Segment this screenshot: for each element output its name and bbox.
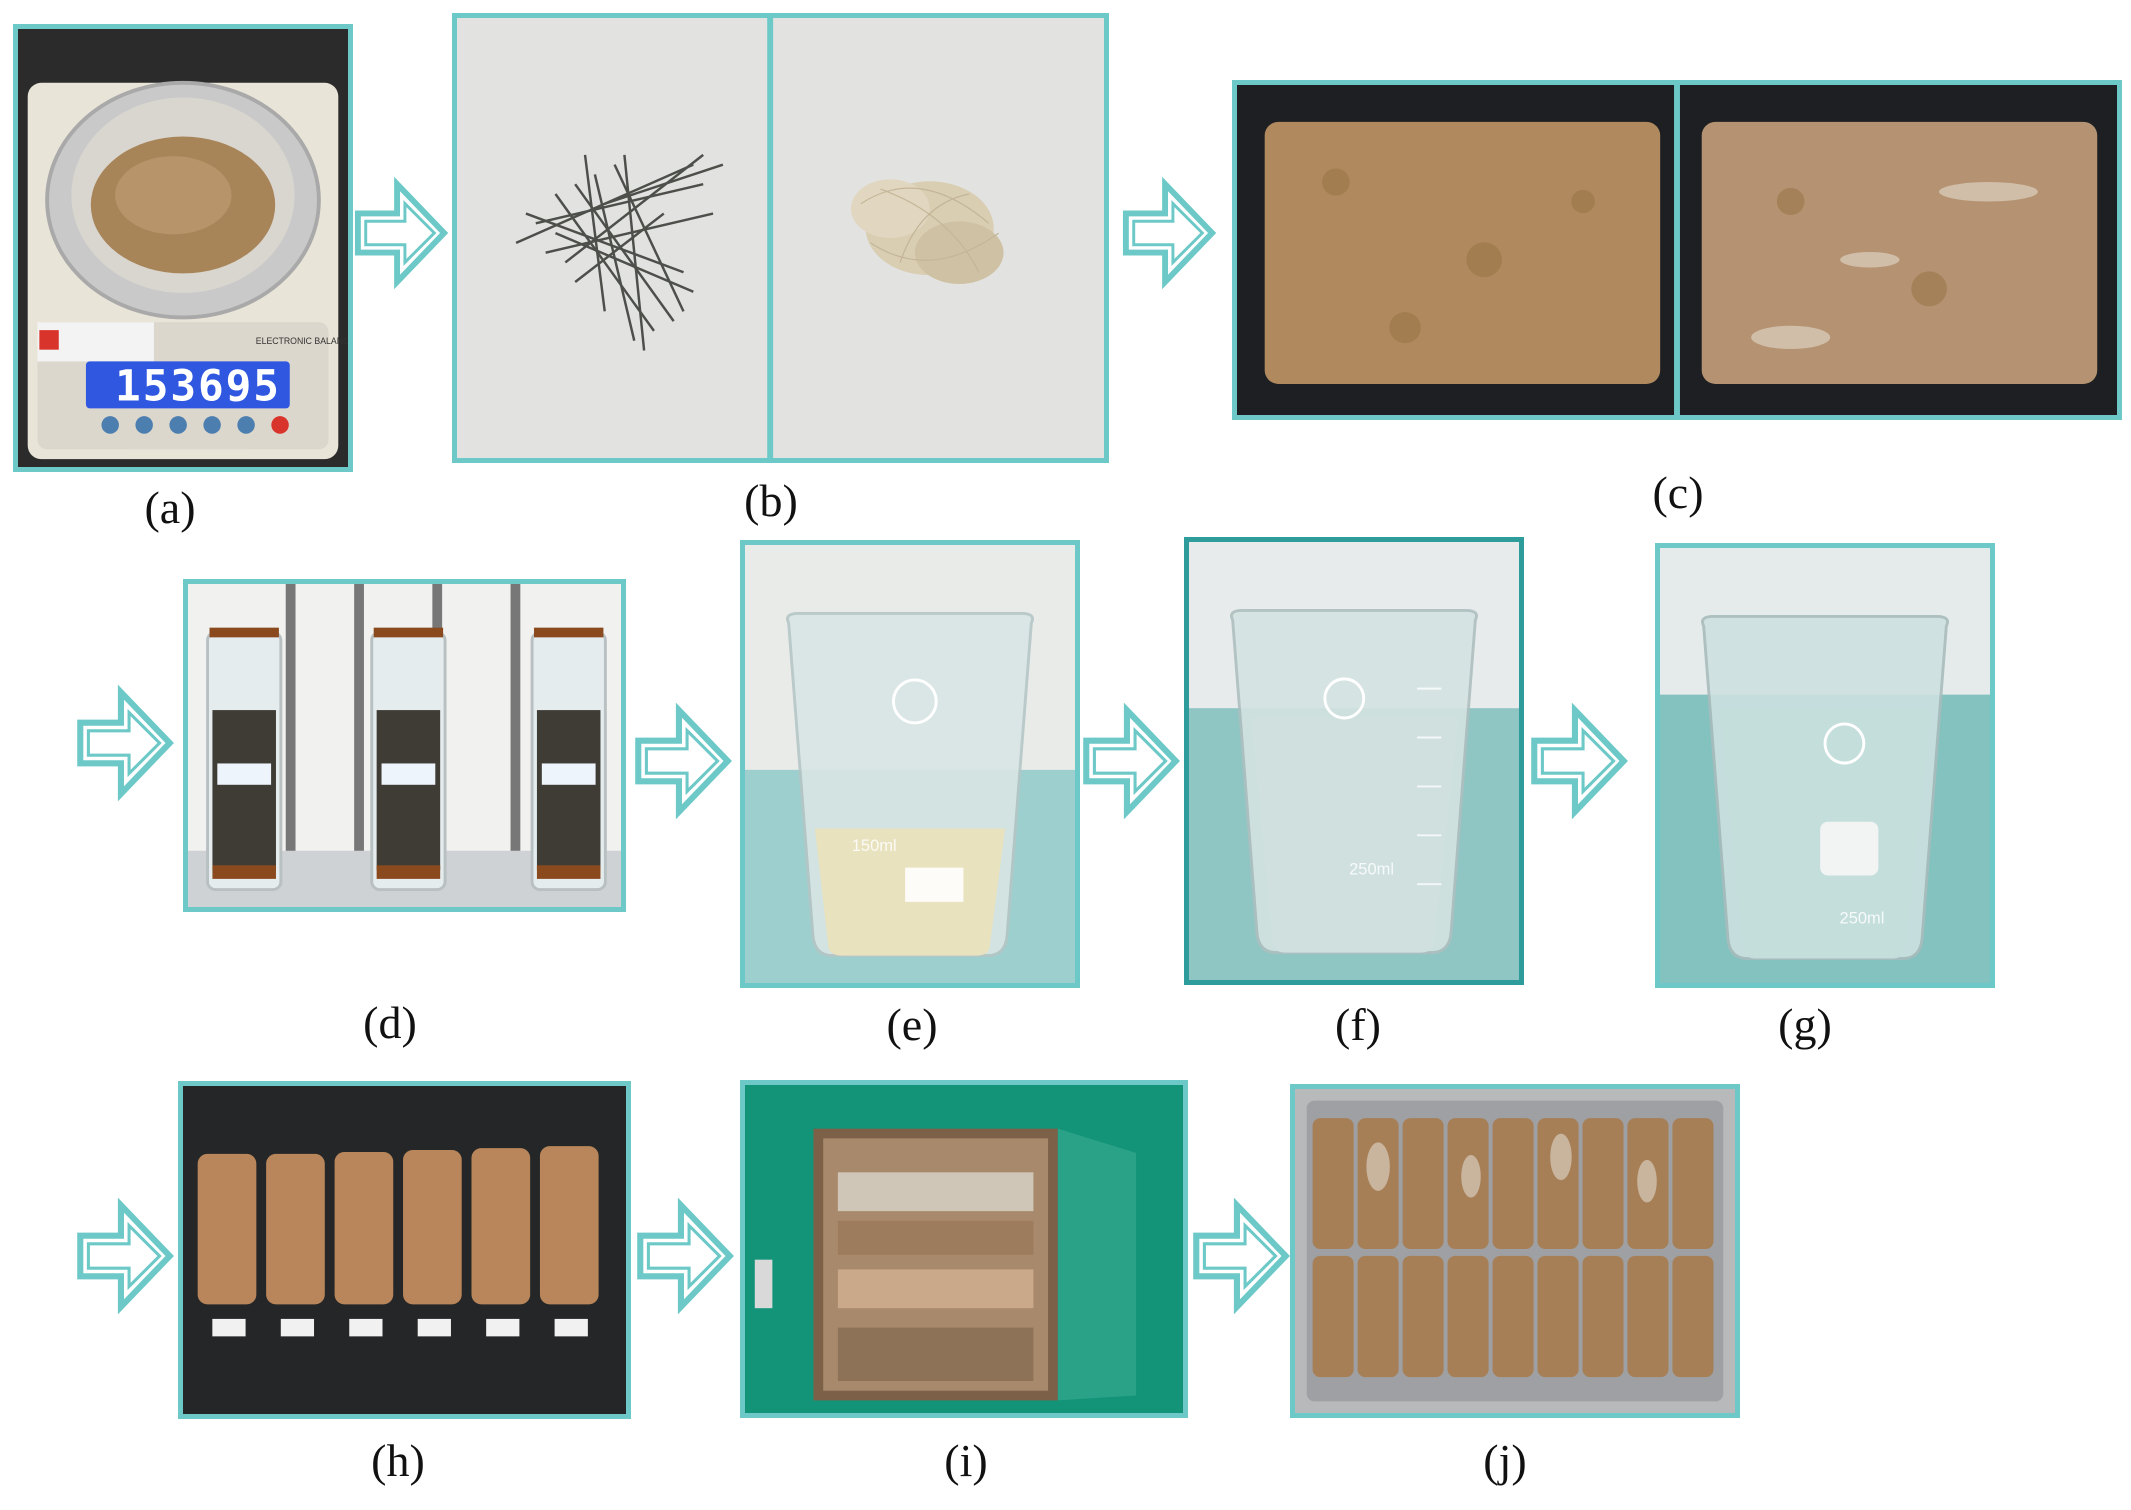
specimens-photo [183, 1086, 626, 1414]
panel-j-dried-specimens-photo [1290, 1084, 1740, 1418]
balance-brand: ELECTRONIC BALANCE [256, 336, 348, 346]
beaker-e-volume: 150ml [852, 836, 897, 855]
label-b: (b) [744, 475, 798, 526]
flow-arrow-icon [72, 682, 178, 804]
fibers-photo [457, 18, 1104, 458]
panel-c-mixed-sand-photo [1232, 80, 2122, 420]
mixed-sand-photo [1237, 85, 2117, 415]
label-j: (j) [1483, 1435, 1527, 1486]
flow-arrow-icon [1526, 700, 1632, 822]
beaker-settling-photo: 250ml [1189, 542, 1519, 980]
label-h: (h) [371, 1435, 425, 1486]
flow-arrow-icon [1078, 700, 1184, 822]
panel-d-columns-photo [183, 579, 626, 912]
panel-g-beaker-photo: 250ml [1655, 543, 1995, 988]
panel-f-beaker-photo: 250ml [1184, 537, 1524, 985]
beaker-g-volume: 250ml [1840, 908, 1885, 927]
flow-arrow-icon [1120, 172, 1218, 294]
columns-photo [188, 584, 621, 907]
label-f: (f) [1335, 999, 1381, 1050]
flow-arrow-icon [632, 1195, 738, 1317]
panel-i-oven-photo [740, 1080, 1188, 1418]
flow-arrow-icon [1188, 1195, 1294, 1317]
drying-oven-photo [745, 1085, 1183, 1413]
beaker-cloudy-photo: 150ml [745, 545, 1075, 983]
beaker-f-volume: 250ml [1349, 859, 1394, 878]
label-e: (e) [886, 999, 938, 1050]
panel-a-balance-photo: ELECTRONIC BALANCE 153695 [13, 24, 353, 472]
panel-e-beaker-photo: 150ml [740, 540, 1080, 988]
panel-h-specimens-photo [178, 1081, 631, 1419]
label-i: (i) [944, 1435, 988, 1486]
panel-b-fibers-photo [452, 13, 1109, 463]
flow-arrow-icon [630, 700, 736, 822]
dried-specimens-photo [1295, 1089, 1735, 1413]
beaker-clear-photo: 250ml [1660, 548, 1990, 983]
balance-reading: 153695 [115, 361, 281, 411]
label-d: (d) [363, 997, 417, 1048]
balance-photo: ELECTRONIC BALANCE 153695 [18, 29, 348, 467]
flow-arrow-icon [72, 1195, 178, 1317]
label-g: (g) [1778, 999, 1832, 1050]
label-c: (c) [1652, 467, 1704, 518]
flow-arrow-icon [352, 172, 450, 294]
label-a: (a) [144, 482, 196, 533]
